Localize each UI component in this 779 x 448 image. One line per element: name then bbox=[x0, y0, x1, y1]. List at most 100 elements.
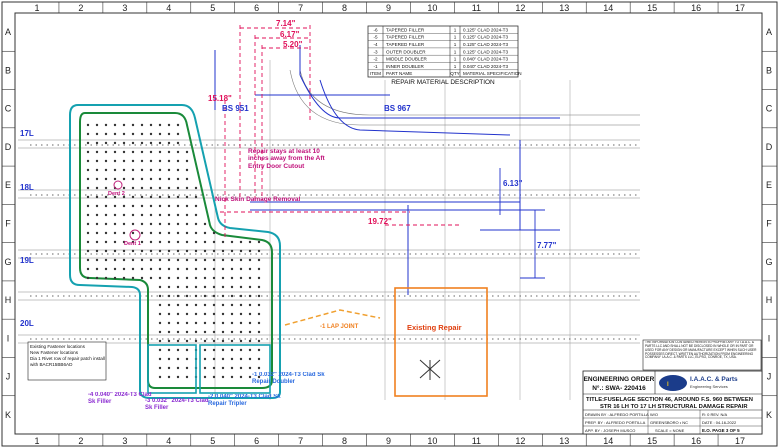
fastener-dot bbox=[203, 330, 207, 334]
fastener-dot bbox=[104, 240, 108, 244]
fastener-dot bbox=[149, 168, 153, 172]
fastener-dot bbox=[167, 231, 171, 235]
fastener-dot bbox=[203, 357, 207, 361]
fastener-dot bbox=[230, 339, 234, 343]
fastener-dot bbox=[113, 141, 117, 145]
fastener-dot bbox=[167, 348, 171, 352]
fastener-dot bbox=[185, 249, 189, 253]
dimension-lines-blue bbox=[499, 168, 545, 279]
fastener-dot bbox=[203, 339, 207, 343]
date: DATE : 04-16-2022 bbox=[702, 420, 737, 425]
fastener-dot bbox=[167, 177, 171, 181]
filler-block-right bbox=[199, 344, 271, 394]
fastener-dot bbox=[167, 294, 171, 298]
fastener-dot bbox=[239, 240, 243, 244]
mat-qty: 1 bbox=[454, 27, 457, 32]
grid-column-label: 14 bbox=[603, 436, 613, 446]
fastener-dot bbox=[176, 195, 180, 199]
fastener-dot bbox=[86, 204, 90, 208]
fastener-dot bbox=[221, 375, 225, 379]
fastener-dot bbox=[167, 195, 171, 199]
fastener-dot bbox=[203, 267, 207, 271]
eo-number: N°.: SWA- 220416 bbox=[592, 384, 646, 392]
fastener-dot bbox=[122, 276, 126, 280]
fastener-dot bbox=[185, 366, 189, 370]
revision: R: 0 REV. N/A bbox=[702, 412, 728, 417]
fastener-dot bbox=[176, 357, 180, 361]
grid-column-label: 16 bbox=[691, 436, 701, 446]
legend-existing-fasteners: Existing Fastener locations bbox=[30, 344, 85, 349]
fastener-dot bbox=[212, 348, 216, 352]
fastener-dot bbox=[95, 222, 99, 226]
mat-spec: MATERIAL SPECIFICATION bbox=[463, 71, 522, 76]
grid-row-label: I bbox=[7, 333, 10, 343]
filler-block-left bbox=[147, 344, 197, 394]
grid-column-label: 4 bbox=[166, 3, 171, 13]
fastener-dot bbox=[140, 141, 144, 145]
fastener-dot bbox=[257, 321, 261, 325]
sheet-inner-border bbox=[14, 12, 763, 435]
grid-column-label: 7 bbox=[298, 3, 303, 13]
callout-doubler-1-box: -1 0.032" 2024-T3 Clad Sk Repair Doubler bbox=[252, 372, 325, 385]
fastener-dot bbox=[149, 204, 153, 208]
fastener-dot bbox=[131, 249, 135, 253]
fastener-dot bbox=[113, 168, 117, 172]
fastener-dot bbox=[221, 267, 225, 271]
fastener-dot bbox=[167, 258, 171, 262]
fastener-dot bbox=[230, 249, 234, 253]
dim-19-72: 19.72" bbox=[368, 217, 392, 226]
label-nick-skin: Nick Skin Damage Removal bbox=[215, 196, 300, 203]
fastener-dot bbox=[167, 150, 171, 154]
fastener-dot bbox=[167, 285, 171, 289]
fastener-dot bbox=[131, 123, 135, 127]
repair-doubler-outline-green bbox=[79, 112, 273, 389]
fastener-dot bbox=[257, 366, 261, 370]
mat-qty: 1 bbox=[454, 42, 457, 47]
fastener-dot bbox=[212, 231, 216, 235]
fastener-dot bbox=[185, 168, 189, 172]
mat-spec: 0.125" CLAD 2024-T3 bbox=[463, 35, 508, 40]
fastener-dot bbox=[149, 222, 153, 226]
fastener-dot bbox=[194, 312, 198, 316]
grid-column-label: 9 bbox=[386, 3, 391, 13]
mat-item: -3 bbox=[373, 49, 378, 54]
fastener-dot bbox=[122, 240, 126, 244]
fastener-dot bbox=[86, 159, 90, 163]
fastener-dot bbox=[239, 276, 243, 280]
fastener-dot bbox=[95, 249, 99, 253]
dim-7-77: 7.77" bbox=[537, 241, 557, 250]
fastener-dot bbox=[221, 294, 225, 298]
fastener-dot bbox=[104, 177, 108, 181]
fastener-dot bbox=[185, 186, 189, 190]
fastener-dot bbox=[95, 123, 99, 127]
fastener-dot bbox=[194, 231, 198, 235]
fastener-dot bbox=[221, 276, 225, 280]
fastener-dot bbox=[140, 276, 144, 280]
fastener-dot bbox=[194, 222, 198, 226]
fastener-dot bbox=[212, 276, 216, 280]
grid-column-label: 3 bbox=[122, 436, 127, 446]
fastener-dot bbox=[140, 150, 144, 154]
fastener-dot bbox=[86, 276, 90, 280]
grid-row-label: B bbox=[766, 65, 772, 75]
fastener-dot bbox=[239, 366, 243, 370]
fastener-dot bbox=[185, 222, 189, 226]
fastener-dot bbox=[185, 375, 189, 379]
fastener-dot bbox=[194, 240, 198, 244]
fastener-dot bbox=[248, 366, 252, 370]
grid-column-label: 2 bbox=[78, 436, 83, 446]
fastener-dot bbox=[149, 240, 153, 244]
grid-row-label: G bbox=[765, 257, 772, 267]
fastener-dot bbox=[140, 267, 144, 271]
label-str17l: 17L bbox=[20, 129, 34, 138]
fastener-dot bbox=[158, 258, 162, 262]
grid-column-label: 5 bbox=[210, 3, 215, 13]
fastener-dot bbox=[176, 258, 180, 262]
fastener-dot bbox=[230, 357, 234, 361]
fastener-dot bbox=[239, 321, 243, 325]
mat-item: -4 bbox=[373, 42, 378, 47]
fastener-dot bbox=[167, 204, 171, 208]
fastener-dot bbox=[221, 330, 225, 334]
fastener-dot bbox=[176, 312, 180, 316]
fastener-dot bbox=[257, 240, 261, 244]
